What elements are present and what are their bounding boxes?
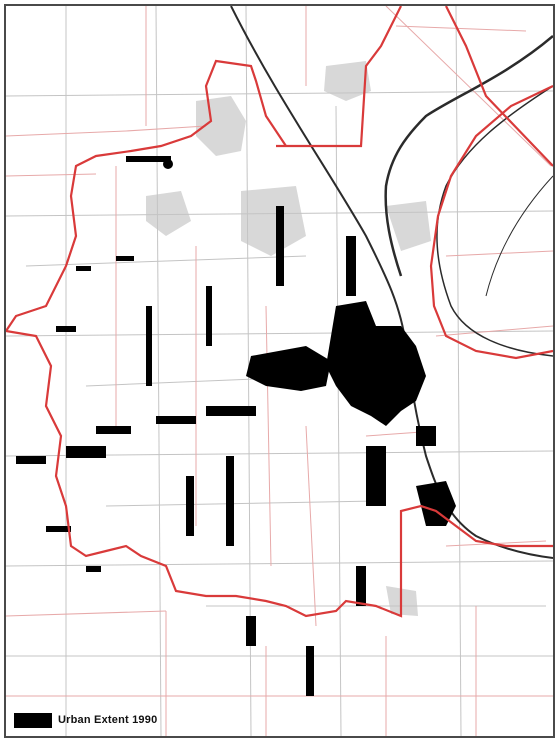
legend-swatch (14, 712, 52, 728)
map-frame: Urban Extent 1990 (4, 4, 555, 738)
legend: Urban Extent 1990 (14, 708, 157, 732)
urban-extent-map[interactable] (6, 6, 553, 736)
urban-extent-areas (16, 156, 456, 696)
minor-boundaries (6, 6, 553, 736)
legend-label: Urban Extent 1990 (58, 714, 158, 726)
county-boundary (6, 6, 553, 618)
